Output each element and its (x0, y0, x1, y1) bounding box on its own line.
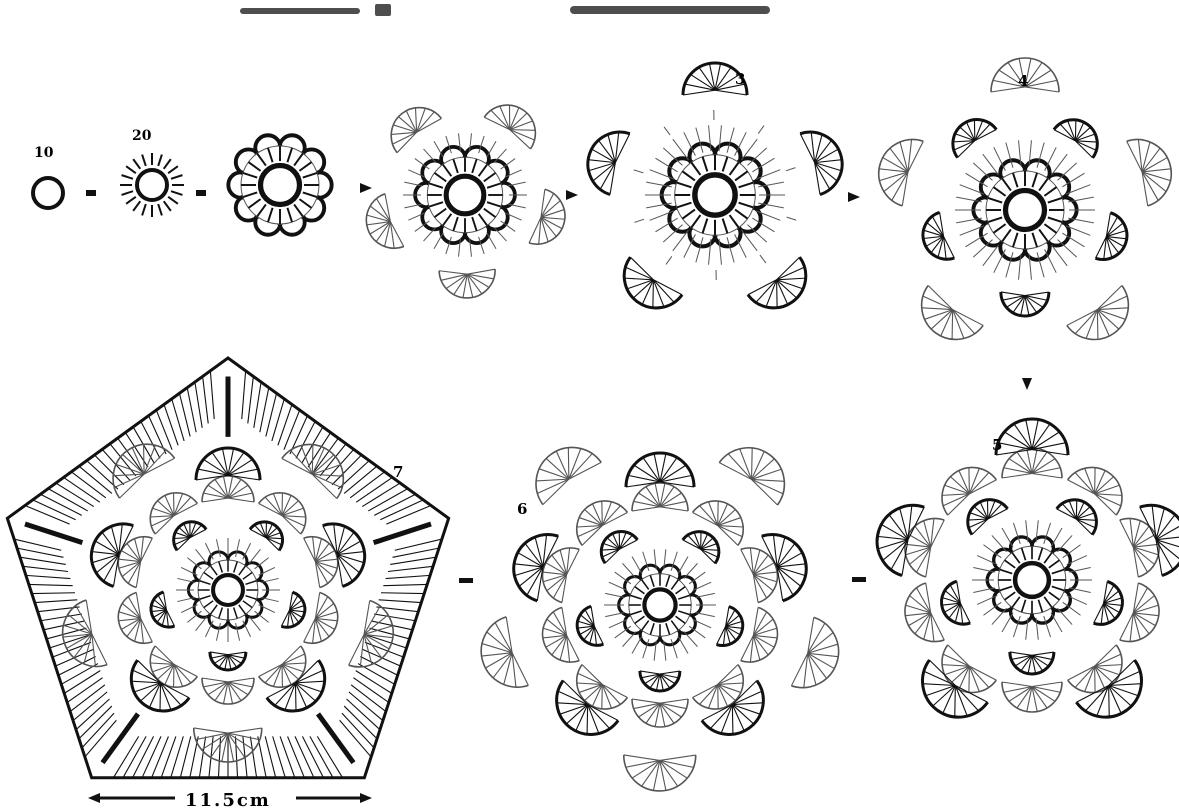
step-round-7-pentagon (7, 358, 448, 778)
step-label-10: 10 (34, 145, 54, 161)
step-round-5 (877, 419, 1179, 717)
step-round-3-partial (366, 105, 565, 298)
arrow-icon (1022, 378, 1032, 390)
step-round-2-flower (228, 135, 331, 234)
cropped-header-fragments (240, 4, 770, 16)
arrow-icon (848, 192, 860, 202)
step-label-7: 7 (393, 463, 403, 481)
step-ring (33, 178, 63, 208)
arrow-icon (459, 578, 473, 583)
step-label-20: 20 (132, 128, 152, 144)
step-round-4 (879, 58, 1171, 339)
step-round-3 (588, 63, 842, 308)
step-label-4: 4 (1018, 72, 1028, 90)
step-label-5: 5 (992, 436, 1002, 454)
step-label-6: 6 (517, 500, 527, 518)
step-round-1 (120, 153, 184, 217)
arrow-icon (566, 190, 578, 200)
arrow-icon (852, 577, 866, 582)
step-round-6 (481, 448, 838, 791)
arrow-icon (360, 183, 372, 193)
step-label-3: 3 (735, 70, 745, 88)
arrow-icon (196, 190, 206, 196)
arrow-icon (86, 190, 96, 196)
dimension-label: 11.5cm (185, 790, 271, 809)
